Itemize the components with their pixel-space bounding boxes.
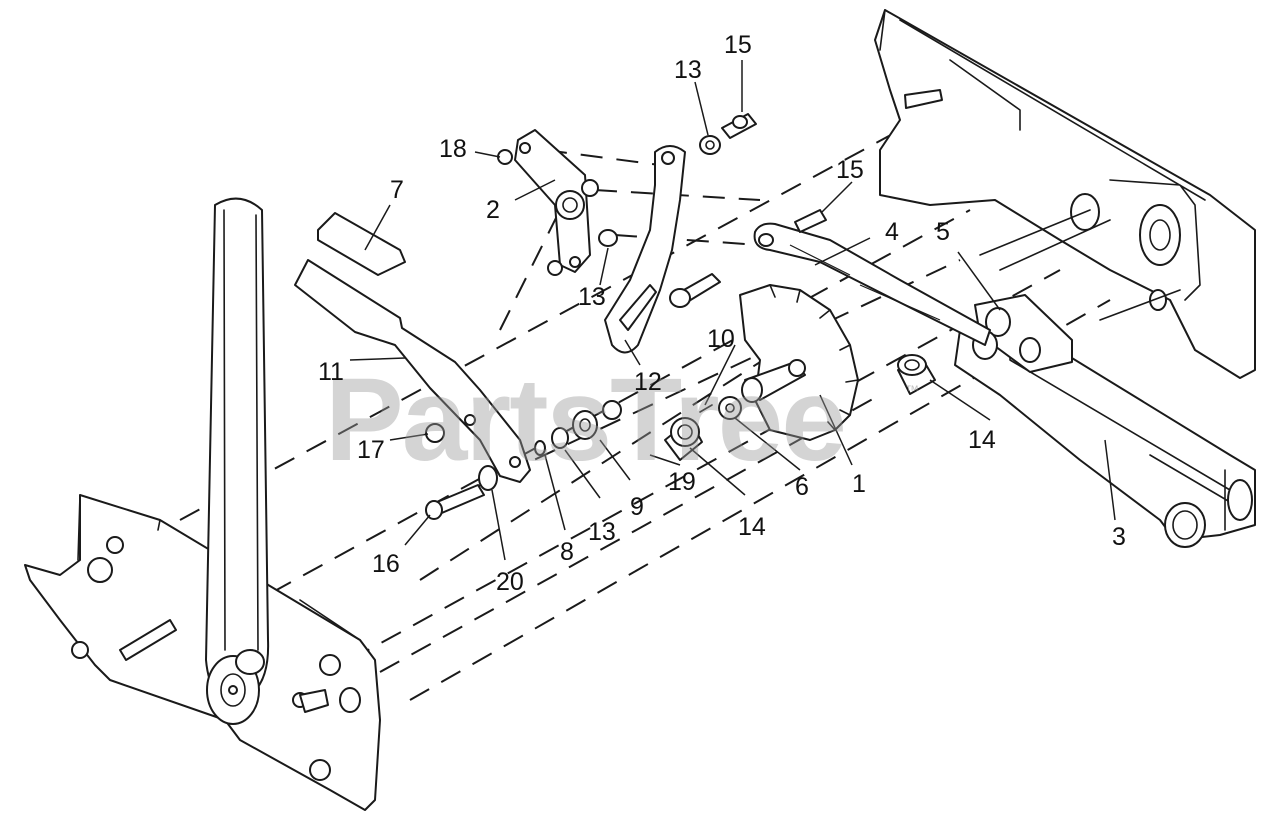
callout-14-bottom: 14 xyxy=(738,513,766,541)
callout-16: 16 xyxy=(372,550,400,578)
callout-5: 5 xyxy=(936,218,950,246)
callout-8: 8 xyxy=(560,538,574,566)
callout-14-right: 14 xyxy=(968,426,996,454)
part-14-bushing-right xyxy=(897,354,936,395)
callout-13-bottom: 13 xyxy=(588,518,616,546)
callout-9: 9 xyxy=(630,493,644,521)
callout-19: 19 xyxy=(668,468,696,496)
callout-12: 12 xyxy=(634,368,662,396)
part-2-bracket xyxy=(514,129,599,273)
callout-13-mid: 13 xyxy=(578,283,606,311)
part-4-link xyxy=(753,222,991,346)
callout-11: 11 xyxy=(318,358,344,386)
part-7-pad xyxy=(317,212,406,276)
watermark: PartsTree xyxy=(325,354,845,486)
hardware xyxy=(425,113,827,520)
callout-15-top: 15 xyxy=(724,31,752,59)
watermark-trademark: ™ xyxy=(905,382,919,398)
callout-7: 7 xyxy=(390,176,404,204)
callout-13-top: 13 xyxy=(674,56,702,84)
callout-15-mid: 15 xyxy=(836,156,864,184)
callout-1: 1 xyxy=(852,470,866,498)
right-frame xyxy=(874,9,1256,379)
part-3-arm xyxy=(954,319,1256,548)
part-1-sector xyxy=(739,284,859,441)
callout-4: 4 xyxy=(885,218,899,246)
part-11-pedal xyxy=(294,259,531,483)
callout-10: 10 xyxy=(707,325,735,353)
callout-2: 2 xyxy=(486,196,500,224)
callout-20: 20 xyxy=(496,568,524,596)
callouts: 1 2 3 4 5 6 7 8 9 10 11 12 13 13 13 14 1… xyxy=(318,31,1126,596)
callout-3: 3 xyxy=(1112,523,1126,551)
part-12-curved-arm xyxy=(604,145,686,354)
leader-lines xyxy=(349,60,1116,561)
chain-loop xyxy=(205,197,270,725)
callout-6: 6 xyxy=(795,473,809,501)
callout-18: 18 xyxy=(439,135,467,163)
callout-17: 17 xyxy=(357,436,385,464)
left-side-plate xyxy=(24,494,381,811)
